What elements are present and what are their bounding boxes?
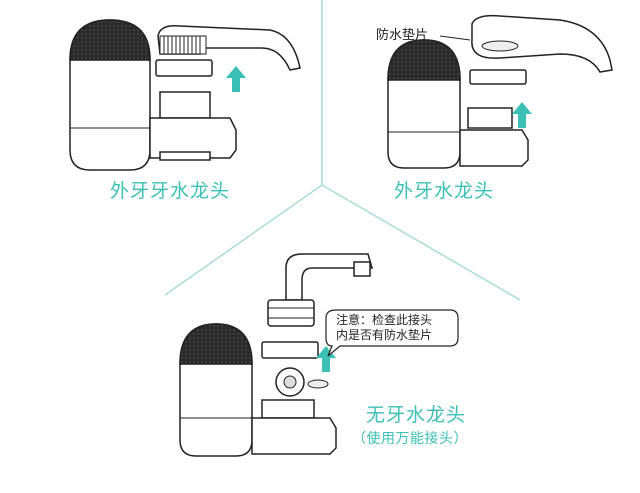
faucet-spout-2 xyxy=(471,14,613,73)
universal-adapter xyxy=(267,299,315,327)
callout-bubble xyxy=(325,309,459,357)
washer-label: 防水垫片 xyxy=(376,28,429,43)
divider-right xyxy=(321,184,521,301)
adapter-nut-2 xyxy=(469,69,527,85)
purifier-cap-2 xyxy=(387,39,461,81)
callout-line-1: 注意：检查此接头 xyxy=(336,313,433,327)
panel-internal-thread xyxy=(387,14,613,169)
adapter-nut-3 xyxy=(261,341,319,359)
purifier-cap xyxy=(69,19,151,61)
washer-ring xyxy=(481,40,519,52)
tap-body xyxy=(285,253,373,301)
connector-thread xyxy=(159,91,211,119)
connector-base-2 xyxy=(459,129,529,167)
connector-thread-3 xyxy=(261,399,315,419)
purifier-cap-3 xyxy=(179,323,253,365)
spout-thread xyxy=(159,35,207,55)
caption-no-thread: 无牙水龙头 xyxy=(366,404,467,426)
caption-external-thread: 外牙牙水龙头 xyxy=(110,180,231,202)
divider-lines xyxy=(164,0,521,301)
panel-no-thread xyxy=(179,253,459,457)
washer-leader-line xyxy=(439,35,471,41)
panel-external-thread xyxy=(69,19,301,171)
arrow-up-icon-2 xyxy=(512,102,532,128)
tap-handle xyxy=(353,261,371,277)
caption-no-thread-sub: （使用万能接头） xyxy=(352,431,468,447)
connector-base-3 xyxy=(251,417,337,455)
connector-thread-2 xyxy=(467,107,513,129)
arrow-up-icon xyxy=(226,66,246,92)
caption-internal-thread: 外牙水龙头 xyxy=(394,180,495,202)
adapter-nut xyxy=(155,59,213,77)
connector-base xyxy=(149,117,237,159)
washer-ring-3 xyxy=(307,379,329,389)
callout-line-2: 内是否有防水垫片 xyxy=(336,328,433,342)
outlet xyxy=(159,151,211,161)
divider-left xyxy=(164,184,323,296)
